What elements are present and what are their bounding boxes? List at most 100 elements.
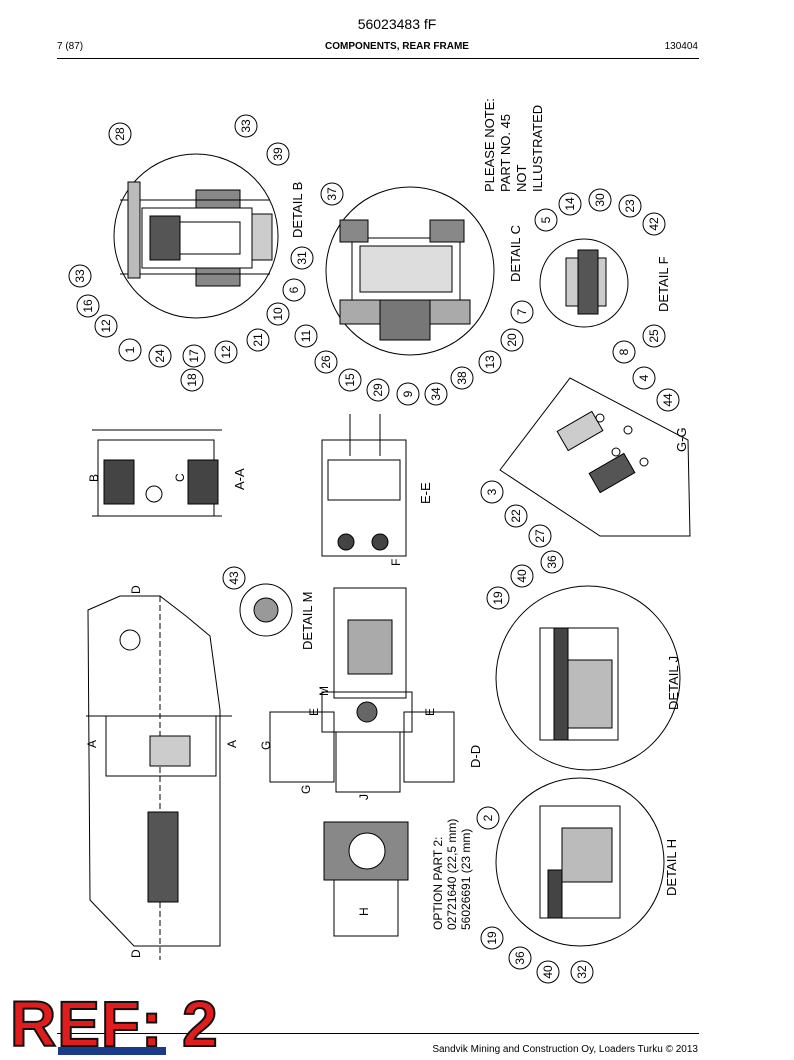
part-number: 24 — [153, 349, 167, 363]
part-number: 32 — [575, 965, 589, 979]
part-number: 1 — [123, 346, 137, 353]
part-number: 23 — [623, 199, 637, 213]
section-letter-a: A — [85, 740, 99, 748]
part-balloon: 23 — [618, 194, 642, 218]
detail-b-view — [113, 153, 279, 319]
part-number: 5 — [539, 216, 553, 223]
ref-stamp: REF: 2 — [9, 988, 219, 1060]
part-number: 19 — [485, 931, 499, 945]
label-detail-m: DETAIL M — [300, 591, 315, 650]
part-balloon: 43 — [222, 566, 246, 590]
part-balloon: 36 — [508, 946, 532, 970]
option-line-2: 02721640 (22,5 mm) — [445, 819, 459, 930]
detail-c-view — [325, 186, 495, 356]
part-balloon: 30 — [588, 188, 612, 212]
section-letter-j: J — [357, 794, 371, 800]
note-line-3: NOT — [514, 165, 529, 193]
part-number: 43 — [227, 571, 241, 585]
part-number: 8 — [617, 348, 631, 355]
part-number: 29 — [371, 383, 385, 397]
part-balloon: 36 — [540, 550, 564, 574]
page-number: 7 (87) — [57, 41, 84, 52]
part-balloon: 1 — [118, 338, 142, 362]
part-number: 7 — [515, 308, 529, 315]
part-balloon: 3 — [480, 480, 504, 504]
section-letter-m: M — [317, 686, 331, 696]
part-balloon: 7 — [510, 300, 534, 324]
part-balloon: 22 — [504, 504, 528, 528]
part-balloon: 24 — [148, 344, 172, 368]
part-number: 2 — [481, 814, 495, 821]
part-balloon: 2 — [476, 806, 500, 830]
part-number: 39 — [271, 147, 285, 161]
part-number: 25 — [647, 329, 661, 343]
part-number: 36 — [545, 555, 559, 569]
part-balloon: 33 — [68, 264, 92, 288]
view-d-d — [269, 587, 455, 937]
part-number: 11 — [299, 329, 313, 342]
part-number: 18 — [185, 373, 199, 387]
part-balloon: 25 — [642, 324, 666, 348]
part-number: 3 — [485, 488, 499, 495]
part-number: 38 — [455, 371, 469, 385]
part-balloon: 28 — [108, 122, 132, 146]
footer-copyright: Sandvik Mining and Construction Oy, Load… — [432, 1044, 698, 1055]
part-balloon: 12 — [94, 314, 118, 338]
part-number: 13 — [483, 355, 497, 369]
part-balloon: 40 — [536, 960, 560, 984]
detail-m-view — [239, 583, 293, 637]
part-balloon: 44 — [656, 388, 680, 412]
label-view-e-e: E-E — [418, 482, 433, 504]
label-detail-c: DETAIL C — [508, 225, 523, 282]
part-balloon: 8 — [612, 340, 636, 364]
part-number: 12 — [219, 345, 233, 359]
part-balloon: 19 — [480, 926, 504, 950]
part-number: 22 — [509, 509, 523, 523]
note-line-1: PLEASE NOTE: — [482, 98, 497, 192]
section-letter-e: E — [423, 708, 437, 716]
detail-h-view — [495, 777, 665, 947]
part-balloon: 16 — [76, 294, 100, 318]
part-number: 42 — [647, 217, 661, 231]
part-number: 30 — [593, 193, 607, 207]
part-balloon: 39 — [266, 142, 290, 166]
part-number: 16 — [81, 299, 95, 313]
part-balloon: 10 — [266, 302, 290, 326]
section-letter-b: B — [87, 474, 101, 482]
section-letter-e: E — [307, 708, 321, 716]
page-title: COMPONENTS, REAR FRAME — [325, 41, 469, 52]
label-view-a-a: A-A — [232, 468, 247, 490]
part-number: 10 — [271, 307, 285, 321]
part-balloon: 40 — [510, 564, 534, 588]
view-g-g — [499, 377, 691, 537]
part-number: 26 — [319, 355, 333, 369]
part-number: 6 — [287, 286, 301, 293]
part-number: 9 — [401, 390, 415, 397]
section-letter-d: D — [129, 585, 143, 594]
label-detail-h: DETAIL H — [664, 839, 679, 896]
section-letter-c: C — [173, 473, 187, 482]
section-letter-f: F — [389, 559, 403, 566]
part-balloon: 34 — [424, 382, 448, 406]
label-detail-j: DETAIL J — [666, 656, 681, 710]
label-detail-f: DETAIL F — [656, 256, 671, 312]
part-number: 19 — [491, 591, 505, 605]
section-letter-d: D — [129, 949, 143, 958]
part-number: 14 — [563, 197, 577, 211]
part-balloon: 27 — [528, 524, 552, 548]
part-balloon: 17 — [182, 344, 206, 368]
part-number: 15 — [343, 373, 357, 387]
part-number: 36 — [513, 951, 527, 965]
part-number: 33 — [73, 269, 87, 283]
side-view — [86, 595, 232, 960]
section-letter-a: A — [225, 740, 239, 748]
label-view-d-d: D-D — [468, 745, 483, 768]
part-number: 27 — [533, 529, 547, 543]
company-logo — [58, 1047, 166, 1055]
view-e-e — [321, 414, 407, 557]
part-balloon: 31 — [290, 246, 314, 270]
part-balloon: 26 — [314, 350, 338, 374]
part-number: 28 — [113, 127, 127, 141]
part-balloon: 29 — [366, 378, 390, 402]
